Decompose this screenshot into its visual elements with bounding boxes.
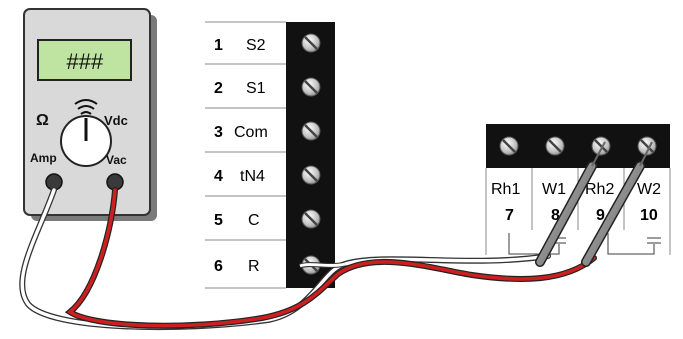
red-test-lead[interactable] [64, 187, 597, 329]
left-terminal-block: 1 S2 2 S1 3 Com 4 tN4 5 C 6 R [205, 21, 335, 289]
terminal-label-8: W1 [542, 181, 566, 198]
terminal-number-1: 1 [214, 37, 223, 54]
continuity-icon [74, 99, 98, 115]
screw-icon[interactable] [301, 33, 321, 53]
terminal-label-5: C [248, 212, 260, 229]
terminal-label-10: W2 [637, 181, 661, 198]
terminal-number-5: 5 [214, 212, 223, 229]
screw-icon[interactable] [545, 136, 565, 156]
terminal-number-8: 8 [551, 207, 560, 224]
left-terminal-strip [286, 22, 335, 288]
terminal-number-4: 4 [214, 168, 223, 185]
amp-label: Amp [30, 151, 57, 165]
terminal-label-7: Rh1 [491, 181, 520, 198]
screw-icon[interactable] [301, 209, 321, 229]
meter-display-text: ### [66, 49, 103, 74]
jumper-lines [508, 233, 661, 255]
right-screws [499, 136, 657, 156]
terminal-label-4: tN4 [240, 168, 265, 185]
white-probe[interactable] [535, 141, 606, 267]
screw-icon[interactable] [637, 136, 657, 156]
terminal-label-1: S2 [246, 37, 266, 54]
screw-icon[interactable] [499, 136, 519, 156]
terminal-label-9: Rh2 [585, 181, 614, 198]
left-terminal-rows: 1 S2 2 S1 3 Com 4 tN4 5 C 6 R [214, 37, 268, 275]
left-screws [301, 33, 321, 275]
right-terminal-block: Rh1 7 W1 8 Rh2 9 W2 10 [485, 124, 671, 255]
terminal-number-7: 7 [505, 207, 514, 224]
terminal-label-2: S1 [246, 80, 266, 97]
terminal-number-3: 3 [214, 124, 223, 141]
vdc-label: Vdc [104, 113, 128, 128]
terminal-number-9: 9 [596, 207, 605, 224]
screw-icon[interactable] [301, 165, 321, 185]
meter-screen [37, 39, 132, 81]
screw-icon[interactable] [591, 136, 611, 156]
terminal-number-6: 6 [214, 258, 223, 275]
screw-icon[interactable] [301, 121, 321, 141]
terminal-number-2: 2 [214, 80, 223, 97]
red-probe[interactable] [581, 141, 653, 267]
vac-label: Vac [106, 153, 127, 167]
terminal-label-3: Com [234, 124, 268, 141]
white-test-lead[interactable] [19, 187, 551, 331]
terminal-number-10: 10 [640, 207, 658, 224]
screw-icon[interactable] [301, 77, 321, 97]
ohm-label: Ω [36, 112, 49, 129]
terminal-label-6: R [248, 258, 260, 275]
multimeter: ### Ω Vdc Amp Vac [23, 8, 157, 221]
